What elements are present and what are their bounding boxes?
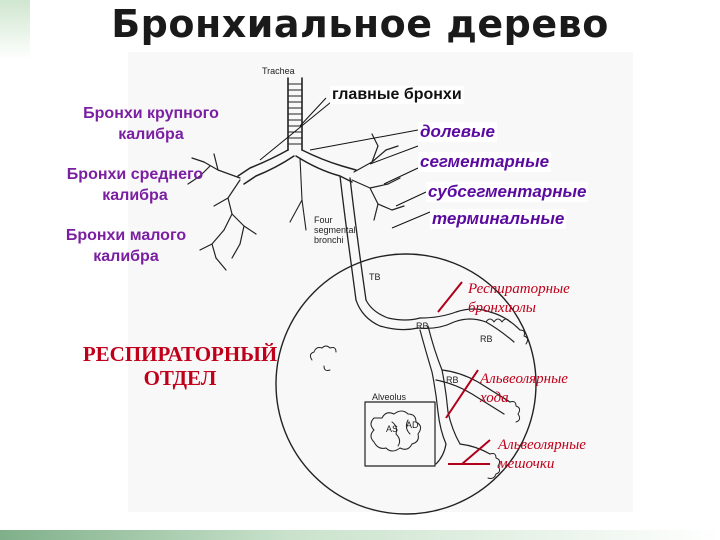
- terminal-bronchus: [339, 175, 367, 301]
- lobar-label: долевые: [418, 122, 497, 142]
- rb-label-3: RB: [446, 375, 459, 385]
- left-main-bronchus: [237, 149, 295, 185]
- slide-title: Бронхиальное дерево: [111, 2, 609, 46]
- segmental-bronchi-label: Four segmental bronchi: [314, 215, 356, 245]
- segmental-label-line1: Four: [314, 215, 333, 225]
- right-main-bronchus: [295, 149, 357, 183]
- right-branches: [351, 133, 405, 221]
- bronchial-tree-figure: [128, 52, 633, 512]
- as-label: AS: [386, 424, 399, 434]
- tb-label: TB: [369, 272, 381, 282]
- terminal-label: терминальные: [430, 209, 567, 229]
- respiratory-bronchioles: [355, 299, 521, 465]
- rb-label-2: RB: [480, 334, 493, 344]
- respiratory-section-label: РЕСПИРАТОРНЫЙ ОТДЕЛ: [62, 342, 298, 390]
- alv-sacs-line2: мешочки: [498, 456, 555, 472]
- small-caliber-line1: Бронхи малого: [65, 227, 187, 244]
- small-caliber-bronchi-label: Бронхи малого калибра: [40, 225, 212, 267]
- large-caliber-line2: калибра: [118, 126, 184, 143]
- medium-caliber-line2: калибра: [102, 187, 168, 204]
- alveolar-bumps: [309, 318, 529, 479]
- subsegmental-label: субсегментарные: [426, 182, 589, 202]
- magnified-region-circle: [275, 253, 537, 515]
- segmental-label-line3: bronchi: [314, 235, 344, 245]
- ad-label: AD: [406, 420, 419, 430]
- alveolar-sacs-label: Альвеолярные мешочки: [498, 436, 586, 474]
- medium-caliber-bronchi-label: Бронхи среднего калибра: [42, 164, 228, 206]
- large-caliber-bronchi-label: Бронхи крупного калибра: [58, 103, 244, 145]
- alveolus-inset-box: [364, 401, 436, 467]
- respiratory-line2: ОТДЕЛ: [143, 366, 217, 390]
- segmental-label-line2: segmental: [314, 225, 356, 235]
- rb-label-1: RB: [416, 321, 429, 331]
- alveolus-label: Alveolus: [372, 392, 407, 402]
- alv-ducts-line2: хода: [480, 390, 509, 406]
- alveolus-inset-drawing: [370, 410, 422, 452]
- main-bronchi-label: главные бронхи: [330, 86, 464, 104]
- resp-bronchioles-line2: бронхиолы: [468, 300, 536, 316]
- respiratory-bronchioles-label: Респираторные бронхиолы: [468, 280, 570, 318]
- large-caliber-line1: Бронхи крупного: [83, 105, 219, 122]
- small-caliber-line2: калибра: [93, 248, 159, 265]
- corner-decoration: [0, 0, 30, 60]
- segmental-branch: [289, 157, 307, 231]
- resp-bronchioles-line1: Респираторные: [468, 281, 570, 297]
- red-pointer-lines: [437, 281, 491, 465]
- alv-sacs-line1: Альвеолярные: [498, 437, 586, 453]
- bottom-decoration-band: [0, 530, 720, 540]
- trachea-label: Trachea: [262, 66, 295, 76]
- medium-caliber-line1: Бронхи среднего: [66, 166, 204, 183]
- pointer-lines: [259, 97, 431, 229]
- segmental-label: сегментарные: [418, 152, 552, 172]
- alv-ducts-line1: Альвеолярные: [480, 371, 568, 387]
- alveolar-ducts-label: Альвеолярные хода: [480, 370, 568, 408]
- respiratory-line1: РЕСПИРАТОРНЫЙ: [82, 342, 278, 366]
- left-branches: [187, 153, 257, 271]
